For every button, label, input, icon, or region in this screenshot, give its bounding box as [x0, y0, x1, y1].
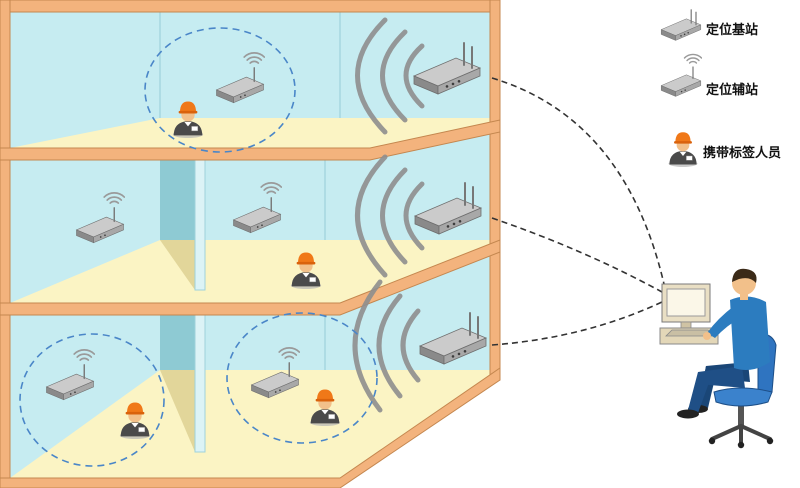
right-frame — [489, 0, 501, 381]
link-bottom-station — [491, 301, 663, 346]
wave-bottom-outer — [352, 279, 383, 413]
coverage-ring-bottom-left — [19, 333, 165, 467]
wave-middle-mid — [380, 167, 408, 265]
base-station-icon — [660, 9, 702, 42]
base-station-signal-waves — [352, 17, 425, 413]
wave-bottom-mid — [376, 293, 403, 399]
wave-middle-inner — [403, 181, 425, 251]
legend-item-base-station: 定位基站 — [660, 9, 758, 42]
wave-middle-outer — [355, 154, 388, 278]
slab-top-middle — [0, 119, 501, 161]
top-floor-ground — [10, 118, 490, 148]
link-top-station — [491, 77, 665, 285]
monitor-stand — [680, 321, 692, 329]
ground-slab — [0, 367, 501, 488]
building-frame — [0, 0, 501, 488]
legend: 定位基站 定位辅站 携带标签人员 — [660, 9, 781, 167]
wave-top-inner — [403, 43, 425, 109]
operator-person — [677, 268, 773, 419]
wave-bottom-inner — [400, 308, 421, 383]
link-middle-station — [491, 217, 663, 293]
legend-item-tagged-worker: 携带标签人员 — [668, 131, 781, 167]
auxiliary-station-icon — [660, 53, 702, 98]
legend-label-base-station: 定位基站 — [705, 22, 758, 38]
coverage-ring-top — [144, 27, 296, 153]
wave-top-outer — [355, 17, 388, 135]
slab-middle-bottom — [0, 239, 501, 316]
computer — [659, 283, 719, 345]
legend-label-tagged-worker: 携带标签人员 — [703, 145, 781, 161]
coverage-ring-bottom-right — [226, 312, 378, 444]
middle-floor-partition-wall — [160, 159, 206, 291]
left-frame — [0, 0, 11, 488]
legend-item-auxiliary-station: 定位辅站 — [660, 53, 758, 98]
monitor-screen — [666, 288, 706, 317]
bottom-floor-partition-wall — [160, 314, 206, 453]
data-links — [491, 77, 665, 346]
roof-slab — [0, 0, 501, 13]
operator-workstation — [659, 268, 777, 449]
coverage-rings — [19, 27, 378, 467]
legend-label-auxiliary-station: 定位辅站 — [705, 82, 758, 98]
tagged-worker-icon — [668, 131, 698, 167]
wave-top-mid — [380, 29, 408, 123]
